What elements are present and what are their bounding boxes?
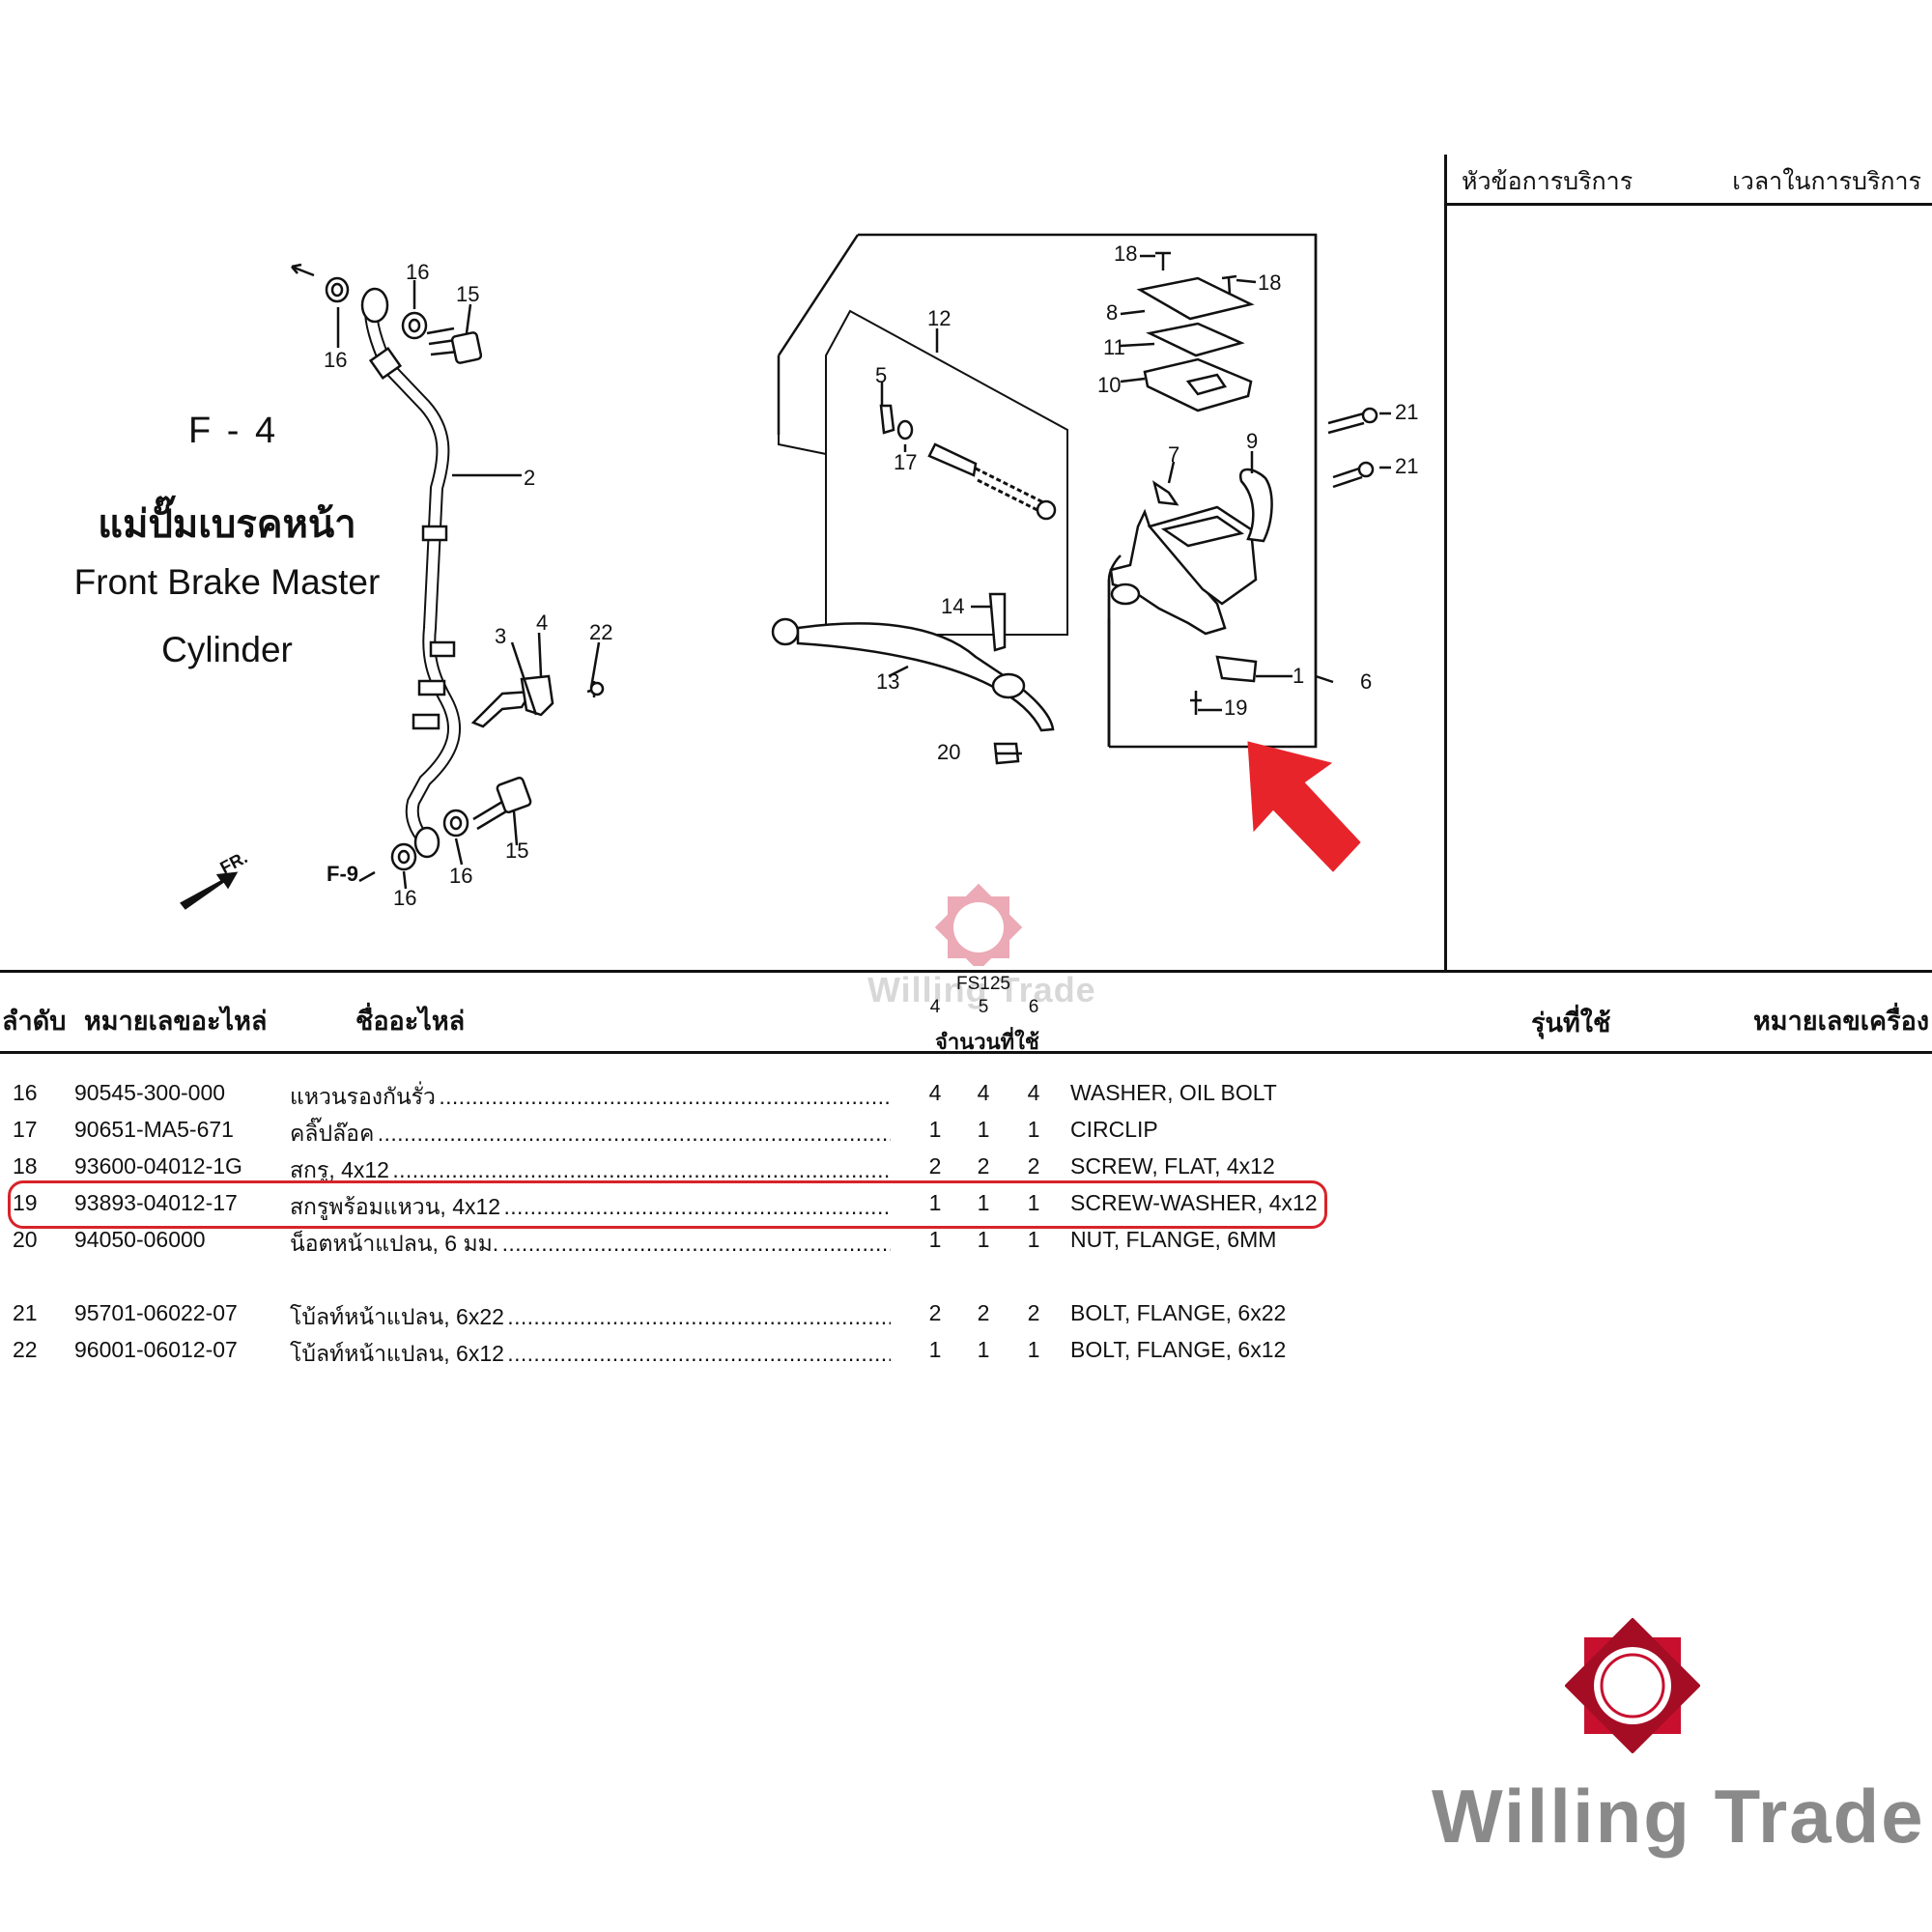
header-part-name: ชื่ออะไหล่ xyxy=(355,1007,466,1036)
page-code: F - 4 xyxy=(188,411,279,451)
svg-text:13: 13 xyxy=(876,669,899,694)
svg-text:10: 10 xyxy=(1097,373,1121,397)
svg-text:17: 17 xyxy=(894,450,917,474)
brake-hose xyxy=(180,263,605,910)
title-english-line1: Front Brake Master xyxy=(73,562,381,602)
svg-text:4: 4 xyxy=(536,611,548,635)
header-quantity: จำนวนที่ใช้ xyxy=(935,1030,1039,1054)
svg-text:7: 7 xyxy=(1168,442,1179,467)
svg-text:1: 1 xyxy=(1293,664,1304,688)
brand-name: Willing Trade xyxy=(1432,1774,1925,1859)
table-row: 21 95701-06022-07 โบ้ลท์หน้าแปลน, 6x22 2… xyxy=(0,1300,1352,1333)
svg-text:16: 16 xyxy=(449,864,472,888)
master-cylinder-assembly xyxy=(771,233,1391,765)
table-row: 16 90545-300-000 แหวนรองกันรั่ว 4 4 4 WA… xyxy=(0,1080,1352,1113)
header-frame-no: หมายเลขเครื่อง xyxy=(1753,1007,1929,1036)
svg-text:F-9: F-9 xyxy=(327,862,358,886)
svg-text:14: 14 xyxy=(941,594,964,618)
svg-text:15: 15 xyxy=(505,838,528,863)
header-part-no: หมายเลขอะไหล่ xyxy=(84,1007,268,1036)
table-top-rule xyxy=(0,970,1932,973)
header-col-c: 6 xyxy=(1028,997,1039,1017)
title-english-line2: Cylinder xyxy=(161,630,293,669)
svg-text:FR.: FR. xyxy=(216,847,250,877)
svg-text:6: 6 xyxy=(1360,669,1372,694)
table-row-highlighted: 19 93893-04012-17 สกรูพร้อมแหวน, 4x12 1 … xyxy=(0,1190,1352,1223)
red-pointer-arrow xyxy=(1247,741,1361,872)
watermark-logo-small xyxy=(934,883,1023,966)
svg-text:12: 12 xyxy=(927,306,951,330)
svg-text:22: 22 xyxy=(589,620,612,644)
svg-text:3: 3 xyxy=(495,624,506,648)
svg-text:2: 2 xyxy=(524,466,535,490)
row-highlight-outline xyxy=(8,1180,1327,1229)
svg-text:21: 21 xyxy=(1395,454,1418,478)
svg-text:18: 18 xyxy=(1258,270,1281,295)
svg-text:11: 11 xyxy=(1103,335,1125,359)
header-model: รุ่นที่ใช้ xyxy=(1531,1009,1611,1037)
table-row: 17 90651-MA5-671 คลิ๊ปล๊อค 1 1 1 CIRCLIP xyxy=(0,1117,1352,1150)
table-row: 22 96001-06012-07 โบ้ลท์หน้าแปลน, 6x12 1… xyxy=(0,1337,1352,1370)
svg-text:5: 5 xyxy=(875,363,887,387)
parts-diagram: 1 2 3 4 5 6 7 8 9 10 11 12 13 14 15 15 1… xyxy=(180,233,1418,966)
watermark-text-small: Willing Trade xyxy=(867,970,1096,1009)
callout-numbers: 1 2 3 4 5 6 7 8 9 10 11 12 13 14 15 15 1… xyxy=(216,242,1418,910)
service-panel: หัวข้อการบริการ เวลาในการบริการ xyxy=(1444,155,1932,970)
svg-text:18: 18 xyxy=(1114,242,1137,266)
svg-text:21: 21 xyxy=(1395,400,1418,424)
service-time-label: เวลาในการบริการ xyxy=(1732,168,1921,195)
table-header-rule xyxy=(0,1051,1932,1054)
table-row: 18 93600-04012-1G สกรู, 4x12 2 2 2 SCREW… xyxy=(0,1153,1352,1186)
service-topic-label: หัวข้อการบริการ xyxy=(1462,168,1634,195)
svg-text:19: 19 xyxy=(1224,696,1247,720)
header-col-a: 4 xyxy=(929,997,941,1017)
svg-text:8: 8 xyxy=(1106,300,1118,325)
header-no: ลำดับ xyxy=(2,1007,67,1036)
header-col-b: 5 xyxy=(978,997,989,1017)
brand-logo xyxy=(1565,1618,1700,1753)
svg-text:15: 15 xyxy=(456,282,479,306)
svg-text:16: 16 xyxy=(393,886,416,910)
title-thai: แม่ปั๊มเบรคหน้า xyxy=(98,503,356,546)
header-model-name: FS125 xyxy=(956,974,1010,994)
svg-text:16: 16 xyxy=(406,260,429,284)
table-row: 20 94050-06000 น็อตหน้าแปลน, 6 มม. 1 1 1… xyxy=(0,1227,1352,1260)
service-panel-header: หัวข้อการบริการ เวลาในการบริการ xyxy=(1447,155,1932,206)
svg-text:9: 9 xyxy=(1246,429,1258,453)
svg-text:16: 16 xyxy=(324,348,347,372)
svg-text:20: 20 xyxy=(937,740,960,764)
